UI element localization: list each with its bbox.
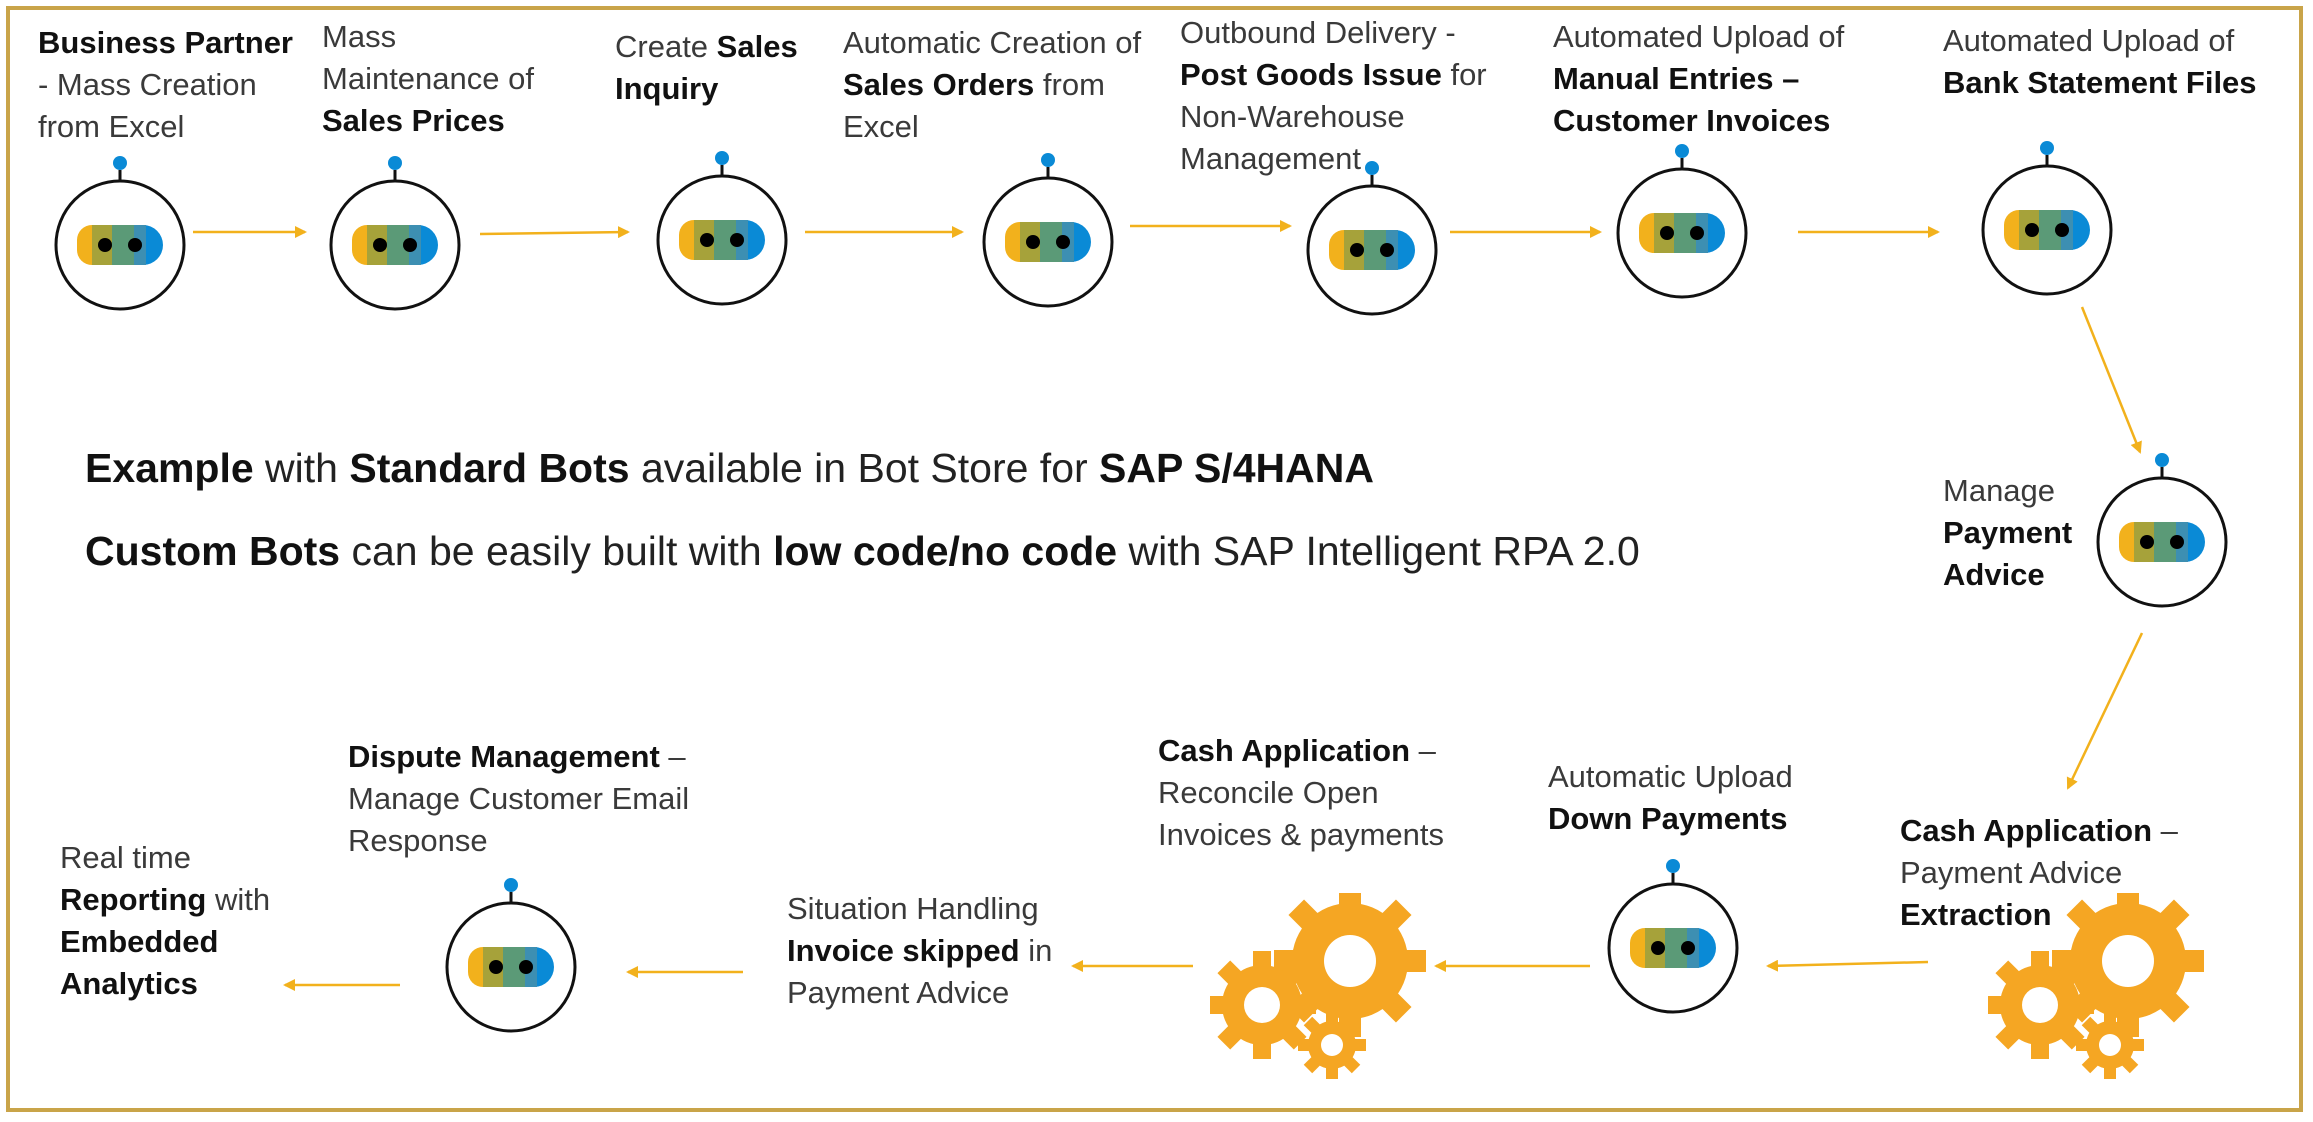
text-run: available in Bot Store for [629,445,1100,491]
text-run: Outbound Delivery - [1180,15,1456,50]
gears-icon [1988,893,2208,1083]
text-run: Create [615,29,717,64]
step-cash-application-extraction: Cash Application – Payment Advice Extrac… [1900,810,2200,936]
step-bank-statement: Automated Upload of Bank Statement Files [1943,20,2283,104]
text-run: Mass Maintenance of [322,19,534,96]
step-down-payments: Automatic Upload Down Payments [1548,756,1848,840]
text-run: Automatic Upload [1548,759,1793,794]
text-run: from Excel [843,67,1105,144]
text-run: Custom Bots [85,528,341,574]
text-run: Payment Advice [1943,515,2073,592]
bot-icon [1306,161,1438,316]
step-business-partner: Business Partner - Mass Creation from Ex… [38,22,308,148]
step-payment-advice: Manage Payment Advice [1943,470,2093,596]
step-manual-entries: Automated Upload of Manual Entries – Cus… [1553,16,1883,142]
text-run: Sales Orders [843,67,1035,102]
text-run: Sales Prices [322,103,505,138]
text-run: Sales Inquiry [615,29,798,106]
text-run: Business Partner [38,25,293,60]
center-line-custom-bots: Custom Bots can be easily built with low… [85,528,1640,575]
text-run: Situation Handling [787,891,1039,926]
text-run: Manual Entries – Customer Invoices [1553,61,1831,138]
text-run: with [206,882,271,917]
text-run: Cash Application [1900,813,2153,848]
text-run: Bank Statement Files [1943,65,2257,100]
text-run: Dispute Management [348,739,660,774]
bot-icon [1607,859,1739,1014]
text-run: Extraction [1900,897,2052,932]
text-run: with SAP Intelligent RPA 2.0 [1117,528,1640,574]
text-run: – Payment Advice [1900,813,2178,890]
step-sales-inquiry: Create Sales Inquiry [615,26,815,110]
text-run: Cash Application [1158,733,1411,768]
bot-icon [1981,141,2113,296]
step-sales-prices: Mass Maintenance of Sales Prices [322,16,552,142]
text-run: Automated Upload of [1553,19,1845,54]
text-run: Reporting [60,882,207,917]
center-line-example: Example with Standard Bots available in … [85,445,1374,492]
text-run: with [253,445,350,491]
bot-icon [329,156,461,311]
text-run: low code/no code [773,528,1118,574]
step-real-time-reporting: Real time Reporting with Embedded Analyt… [60,837,280,1005]
text-run: Standard Bots [349,445,630,491]
text-run: Example [85,445,254,491]
bot-icon [1616,144,1748,299]
bot-icon [2096,453,2228,608]
text-run: - Mass Creation from Excel [38,67,257,144]
text-run: Post Goods Issue [1180,57,1442,92]
text-run: Down Payments [1548,801,1788,836]
text-run: Invoice skipped [787,933,1020,968]
arrow-7-8 [2080,306,2142,454]
text-run: – Manage Customer Email Response [348,739,690,858]
text-run: Real time [60,840,191,875]
gears-icon [1210,893,1430,1083]
bot-icon [445,878,577,1033]
bot-icon [54,156,186,311]
step-post-goods-issue: Outbound Delivery - Post Goods Issue for… [1180,12,1500,180]
text-run: – Reconcile Open Invoices & payments [1158,733,1445,852]
text-run: SAP S/4HANA [1099,445,1374,491]
arrow-2-3 [479,226,630,239]
step-cash-application-reconcile: Cash Application – Reconcile Open Invoic… [1158,730,1488,856]
diagram-frame [6,6,2303,1112]
text-run: Embedded Analytics [60,924,219,1001]
bot-icon [656,151,788,306]
step-sales-orders: Automatic Creation of Sales Orders from … [843,22,1168,148]
text-run: for Non-Warehouse Management [1180,57,1487,176]
text-run: can be easily built with [340,528,774,574]
text-run: Manage [1943,473,2056,508]
text-run: Automated Upload of [1943,23,2235,58]
step-situation-handling: Situation Handling Invoice skipped in Pa… [787,888,1077,1014]
text-run: Automatic Creation of [843,25,1142,60]
arrow-9-10 [1766,959,1929,972]
step-dispute-management: Dispute Management – Manage Customer Ema… [348,736,728,862]
text-run: in Payment Advice [787,933,1053,1010]
bot-icon [982,153,1114,308]
arrow-8-9 [2066,632,2144,790]
